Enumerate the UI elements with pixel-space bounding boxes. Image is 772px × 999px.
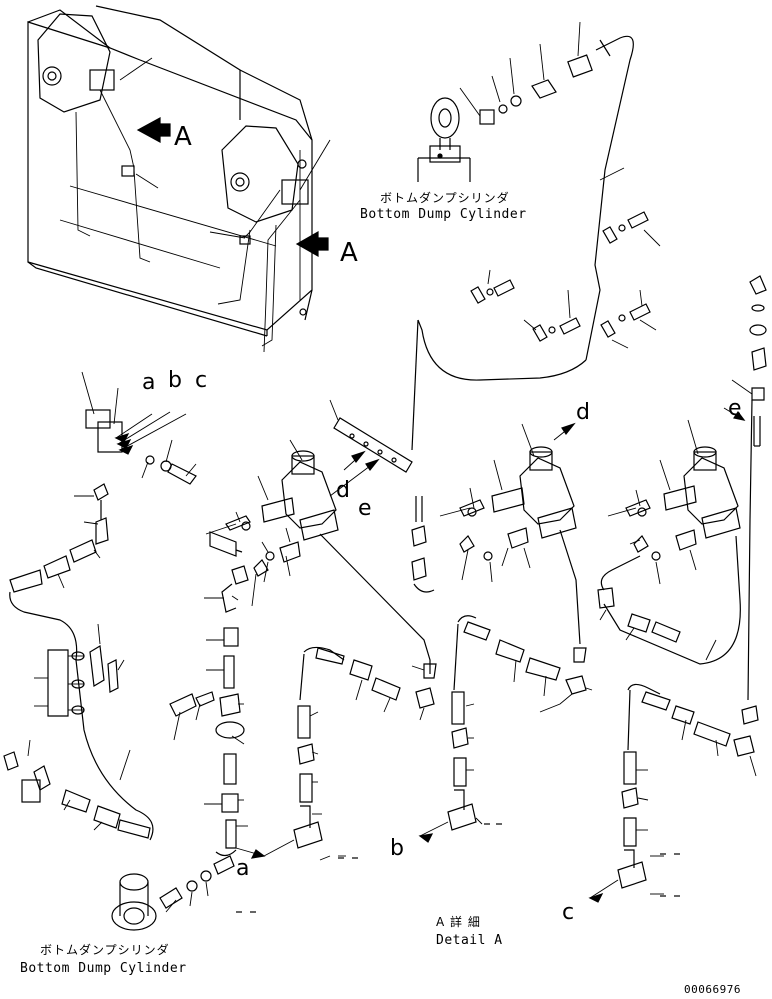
ref-label-b-upper: b <box>168 368 182 393</box>
ref-label-b-lower: b <box>390 836 404 861</box>
top-cylinder-assembly <box>411 21 634 451</box>
view-label-a-top: A <box>174 122 192 152</box>
caption-top-jp: ボトムダンプシリンダ <box>380 191 510 205</box>
caption-top-en: Bottom Dump Cylinder <box>360 207 527 222</box>
caption-bottom-jp: ボトムダンプシリンダ <box>40 943 170 957</box>
valve-assembly-1 <box>205 399 437 861</box>
ref-label-e-2: e <box>728 396 742 421</box>
valve-assembly-3 <box>588 275 767 903</box>
bucket-body <box>27 5 331 353</box>
ref-label-a-lower: a <box>236 856 250 881</box>
caption-detail-jp: A 詳 細 <box>436 915 481 929</box>
center-left-column <box>169 531 266 859</box>
drawing-number: 00066976 <box>684 983 741 996</box>
ref-label-c-lower: c <box>562 900 575 925</box>
ref-label-a-upper: a <box>142 370 156 395</box>
left-bracket-assembly <box>3 371 235 931</box>
ref-label-d-2: d <box>576 400 590 425</box>
ref-label-d-1: d <box>336 478 350 503</box>
misc-dashes <box>236 823 680 913</box>
clamps-and-bolts <box>470 211 661 349</box>
caption-detail-en: Detail A <box>436 933 503 948</box>
ref-label-e-1: e <box>358 496 372 521</box>
caption-bottom-en: Bottom Dump Cylinder <box>20 961 187 976</box>
ref-label-c-upper: c <box>195 368 208 393</box>
valve-assembly-2 <box>411 422 593 843</box>
view-label-a-mid: A <box>340 238 358 268</box>
